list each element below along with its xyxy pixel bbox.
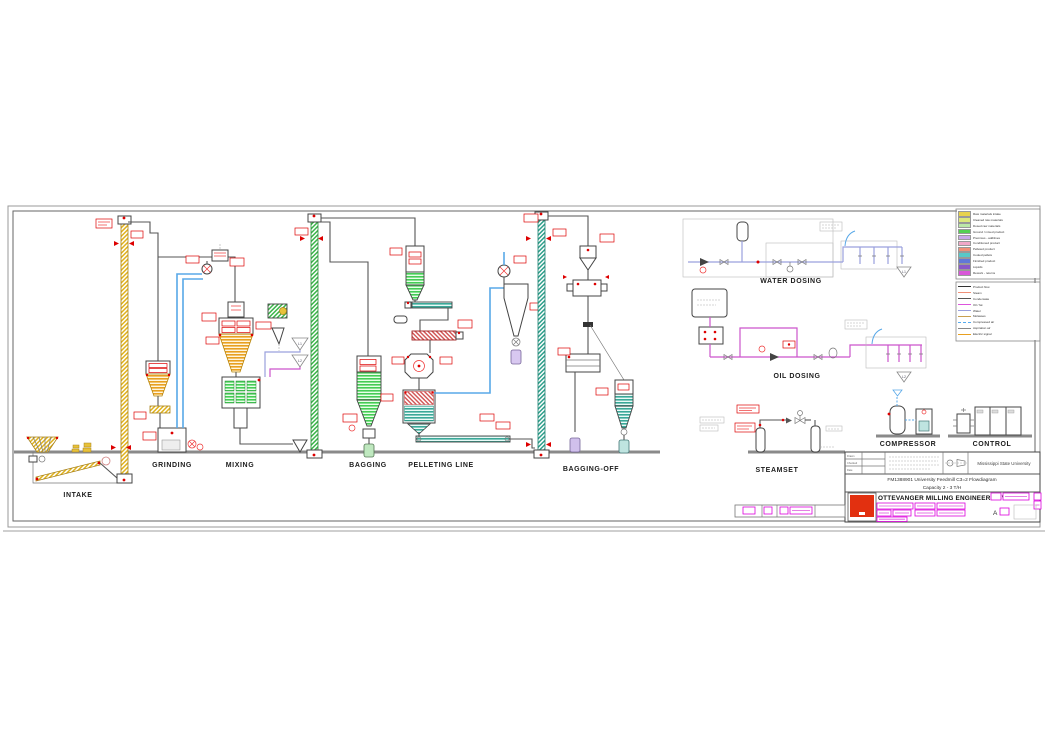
legend-frames	[955, 208, 1041, 342]
legend-row: Dosed raw materials	[958, 223, 1038, 229]
legend-row: Molasses	[958, 313, 1038, 319]
legend-row: Aspiration air	[958, 325, 1038, 331]
drawing-number-boxes: A	[990, 492, 1042, 520]
intake-bag-stack	[71, 442, 92, 453]
water-dosing-section: L1 WATER DOSING	[682, 218, 912, 285]
compressor-label: COMPRESSOR	[880, 441, 937, 448]
legend-row: Compressed air	[958, 319, 1038, 325]
legend-row: Conditioned product	[958, 240, 1038, 247]
legend-row: Rework - returns	[958, 270, 1038, 276]
address-highlight-boxes	[876, 502, 966, 522]
legend-row: Pelleted product	[958, 246, 1038, 252]
legend-line-swatch	[958, 327, 971, 329]
legend-row: Liquids	[958, 264, 1038, 270]
control-section: CONTROL	[953, 406, 1022, 448]
legend-line-swatch	[958, 333, 971, 335]
legend-products: Raw materials intake Cleaned raw materia…	[957, 210, 1039, 278]
pelleting-label: PELLETING LINE	[408, 462, 474, 469]
bagging-off-label: BAGGING-OFF	[563, 466, 619, 473]
legend-lines: Product flow Steam Condensate Oil / fat …	[957, 283, 1039, 340]
meta-row-1: Drawn	[847, 454, 855, 458]
mixing-l1-label: L1	[298, 342, 302, 346]
meta-row-3: Date	[847, 468, 853, 472]
legend-swatch	[958, 264, 971, 270]
elevator-3	[526, 211, 551, 459]
bagging-off-section: BAGGING-OFF	[548, 215, 634, 473]
legend-row: Cleaned raw materials	[958, 217, 1038, 223]
legend-swatch	[958, 270, 971, 276]
water-dosing-label: WATER DOSING	[760, 278, 822, 285]
company-name: OTTEVANGER MILLING ENGINEERS BV	[878, 495, 1007, 502]
legend-row: Ground / mixed product	[958, 228, 1038, 235]
intake-section: INTAKE	[26, 436, 118, 499]
intake-label: INTAKE	[63, 492, 92, 499]
legend-row: Cooled pellets	[958, 252, 1038, 258]
legend-row: Condensate	[958, 296, 1038, 302]
meta-row-2: Checked	[847, 461, 858, 465]
bagging-label: BAGGING	[349, 462, 387, 469]
legend-line-swatch	[958, 315, 971, 317]
legend-row: Electric signal	[958, 331, 1038, 337]
legend-swatch	[958, 240, 971, 247]
legend-swatch	[958, 223, 971, 229]
bagging-section: BAGGING	[321, 221, 387, 469]
legend-row: Steam	[958, 290, 1038, 296]
steamset-section: STEAMSET	[699, 404, 843, 474]
grinding-label: GRINDING	[152, 462, 192, 469]
legend-row: Water	[958, 308, 1038, 314]
legend-swatch	[958, 246, 971, 252]
legend-line-swatch	[958, 321, 971, 323]
elevator-1	[111, 215, 134, 484]
legend-line-swatch	[958, 298, 971, 300]
legend-row: Finished product	[958, 258, 1038, 264]
legend-swatch	[958, 217, 971, 223]
water-l1-label: L1	[902, 270, 906, 274]
control-label: CONTROL	[973, 441, 1012, 448]
revision-strip	[734, 504, 846, 518]
legend-row: Oil / fat	[958, 302, 1038, 308]
legend-line-swatch	[958, 292, 971, 294]
oil-dosing-section: L2 OIL DOSING	[691, 288, 927, 383]
legend-line-swatch	[958, 310, 971, 311]
grinding-section: GRINDING	[128, 221, 236, 469]
oil-l2-label: L2	[902, 375, 906, 379]
customer-name: Mississippi State University	[977, 461, 1031, 466]
pelleting-section: PELLETING LINE	[321, 217, 543, 469]
legend-line-swatch	[958, 286, 971, 288]
legend-swatch	[958, 211, 971, 217]
legend-swatch	[958, 234, 971, 241]
projection-symbol-icon	[945, 459, 967, 467]
legend-row: Raw materials intake	[958, 211, 1038, 217]
format-letter: A	[993, 510, 998, 517]
oil-dosing-label: OIL DOSING	[773, 373, 820, 380]
legend-line-swatch	[958, 304, 971, 306]
mixing-section: L1 L2 MIXING	[218, 301, 309, 469]
legend-swatch	[958, 252, 971, 258]
capacity-line: Capacity 2 - 3 T/H	[923, 485, 962, 491]
compressor-section: COMPRESSOR	[880, 389, 937, 448]
steamset-label: STEAMSET	[756, 467, 799, 474]
legend-swatch	[958, 228, 971, 235]
company-logo	[847, 492, 877, 522]
mixing-l2-label: L2	[298, 359, 302, 363]
project-title: FM1388901 University Feedmill C3=2 Flowd…	[887, 477, 996, 483]
elevator-2	[300, 213, 323, 459]
mixing-label: MIXING	[226, 462, 255, 469]
title-block: Drawn Checked Date Mississippi State Uni…	[844, 451, 1042, 523]
machine-annotations	[95, 213, 539, 441]
legend-row: Product flow	[958, 284, 1038, 290]
legend-swatch	[958, 258, 971, 264]
legend-row: Premixes - additives	[958, 234, 1038, 241]
